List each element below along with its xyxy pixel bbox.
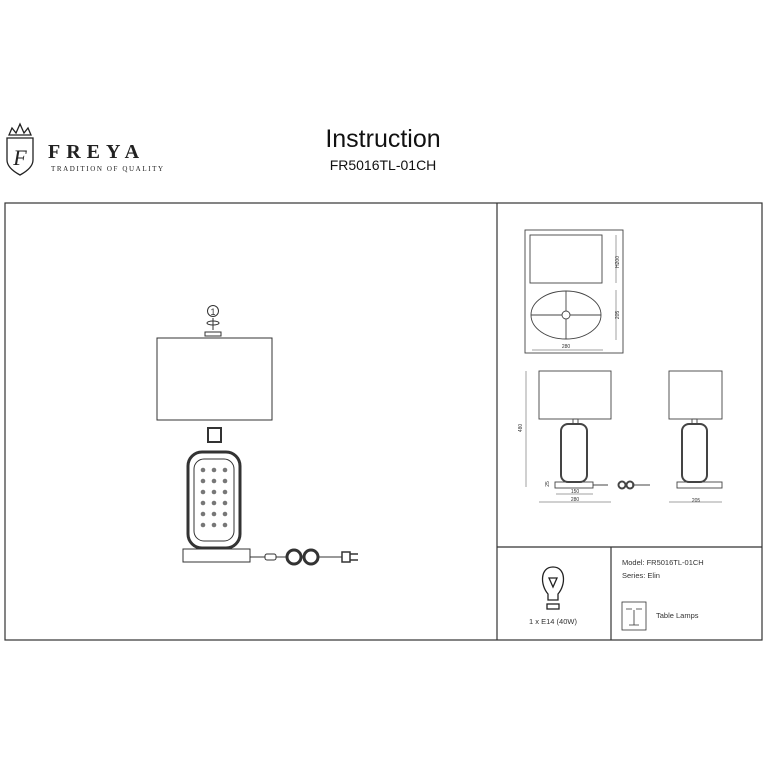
crystal-dot bbox=[222, 467, 228, 473]
lamp-assembly-drawing: 1 bbox=[156, 305, 358, 566]
dim-front-width: 280 bbox=[571, 497, 580, 503]
dim-shade-width: 280 bbox=[562, 344, 571, 350]
lamp-body bbox=[186, 450, 242, 550]
dim-base-height: 25 bbox=[545, 481, 551, 487]
crystal-dot bbox=[211, 522, 217, 528]
info-model: Model: FR5016TL-01CH bbox=[622, 558, 704, 567]
crystal-dot bbox=[222, 478, 228, 484]
dim-total-height: 480 bbox=[518, 424, 524, 433]
crystal-dot bbox=[211, 500, 217, 506]
shade-dimension-drawing bbox=[524, 229, 624, 354]
dim-shade-depth: 205 bbox=[615, 311, 621, 320]
info-category: Table Lamps bbox=[656, 611, 699, 620]
info-series: Series: Elin bbox=[622, 571, 660, 580]
crystal-dot bbox=[200, 500, 206, 506]
page-title: Instruction bbox=[325, 125, 440, 153]
bulb-icon bbox=[541, 566, 565, 610]
crown-icon bbox=[8, 122, 32, 136]
lamp-dimension-drawing bbox=[525, 370, 723, 503]
freya-logo: F bbox=[6, 122, 34, 176]
crystal-dot bbox=[200, 511, 206, 517]
crystal-dot bbox=[200, 478, 206, 484]
frame bbox=[4, 202, 763, 641]
step-number: 1 bbox=[210, 307, 215, 317]
crystal-dot bbox=[211, 467, 217, 473]
logo-monogram: F bbox=[12, 145, 27, 170]
dim-shade-height: H200 bbox=[615, 256, 621, 268]
crystal-dot bbox=[222, 522, 228, 528]
lamp-base bbox=[182, 548, 251, 563]
crystal-dot bbox=[222, 511, 228, 517]
lamp-shade bbox=[156, 337, 273, 421]
crystal-dot bbox=[200, 522, 206, 528]
shield-icon bbox=[6, 137, 34, 176]
dim-base-width: 150 bbox=[571, 489, 580, 495]
crystal-dot bbox=[200, 467, 206, 473]
crystal-dot bbox=[222, 500, 228, 506]
crystal-dot bbox=[211, 478, 217, 484]
step-marker bbox=[207, 305, 219, 317]
model-code: FR5016TL-01CH bbox=[330, 157, 437, 173]
crystal-dot bbox=[222, 489, 228, 495]
crystal-dot bbox=[211, 489, 217, 495]
crystal-dot bbox=[211, 511, 217, 517]
bulb-spec: 1 x E14 (40W) bbox=[529, 617, 577, 626]
crystal-dot bbox=[200, 489, 206, 495]
brand-name: FREYA bbox=[48, 141, 145, 163]
dim-side-width: 205 bbox=[692, 498, 701, 504]
table-lamp-icon bbox=[621, 601, 647, 631]
brand-tagline: TRADITION OF QUALITY bbox=[51, 165, 165, 173]
